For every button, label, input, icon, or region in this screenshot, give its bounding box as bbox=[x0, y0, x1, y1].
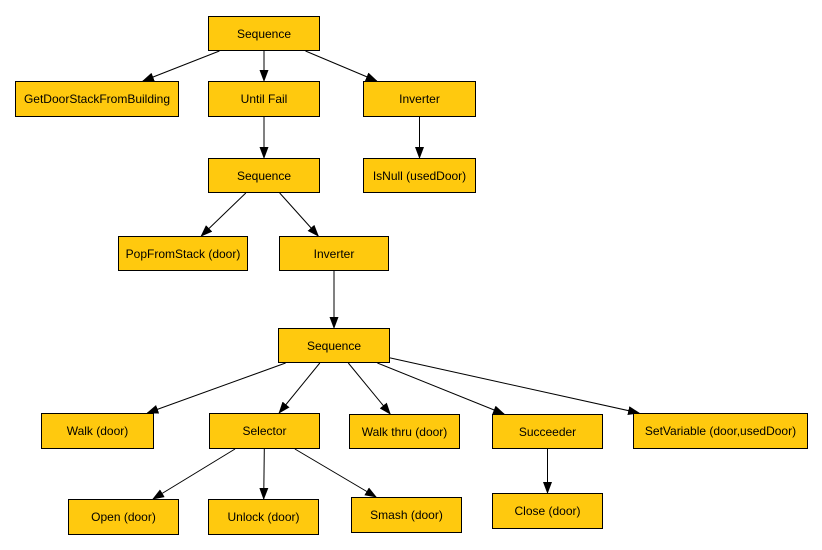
node-selector: Selector bbox=[209, 413, 320, 449]
node-unlock-door: Unlock (door) bbox=[208, 499, 319, 535]
edge-selector-to-smash-door bbox=[294, 448, 377, 498]
node-sequence-2: Sequence bbox=[208, 158, 320, 193]
node-walk-door: Walk (door) bbox=[41, 413, 154, 449]
node-sequence-3: Sequence bbox=[278, 328, 390, 363]
edge-sequence-2-to-inverter-2 bbox=[279, 192, 319, 237]
edge-sequence-3-to-setvariable bbox=[389, 357, 641, 416]
edge-selector-to-unlock-door bbox=[259, 448, 269, 500]
node-inverter-2: Inverter bbox=[279, 236, 389, 271]
edge-selector-to-open-door bbox=[152, 448, 236, 500]
node-getdoorstack: GetDoorStackFromBuilding bbox=[15, 81, 179, 117]
node-walk-thru-door: Walk thru (door) bbox=[349, 414, 460, 449]
edge-sequence-3-to-succeeder bbox=[377, 362, 506, 415]
edge-sequence-3-to-walk-thru-door bbox=[347, 362, 391, 415]
edge-sequence-root-to-inverter-1 bbox=[305, 50, 378, 82]
node-close-door: Close (door) bbox=[492, 493, 603, 529]
node-open-door: Open (door) bbox=[68, 499, 179, 535]
node-inverter-1: Inverter bbox=[363, 81, 476, 117]
node-succeeder: Succeeder bbox=[492, 414, 603, 449]
edge-sequence-3-to-walk-door bbox=[146, 362, 286, 414]
edge-sequence-3-to-selector bbox=[278, 362, 321, 414]
node-sequence-root: Sequence bbox=[208, 16, 320, 51]
edge-sequence-2-to-popfromstack-door bbox=[200, 192, 247, 237]
node-popfromstack-door: PopFromStack (door) bbox=[118, 236, 248, 271]
node-until-fail: Until Fail bbox=[208, 81, 320, 117]
node-isnull-useddoor: IsNull (usedDoor) bbox=[363, 158, 476, 193]
edge-sequence-root-to-getdoorstack bbox=[141, 50, 220, 82]
node-setvariable: SetVariable (door,usedDoor) bbox=[633, 413, 808, 449]
node-smash-door: Smash (door) bbox=[351, 497, 462, 533]
